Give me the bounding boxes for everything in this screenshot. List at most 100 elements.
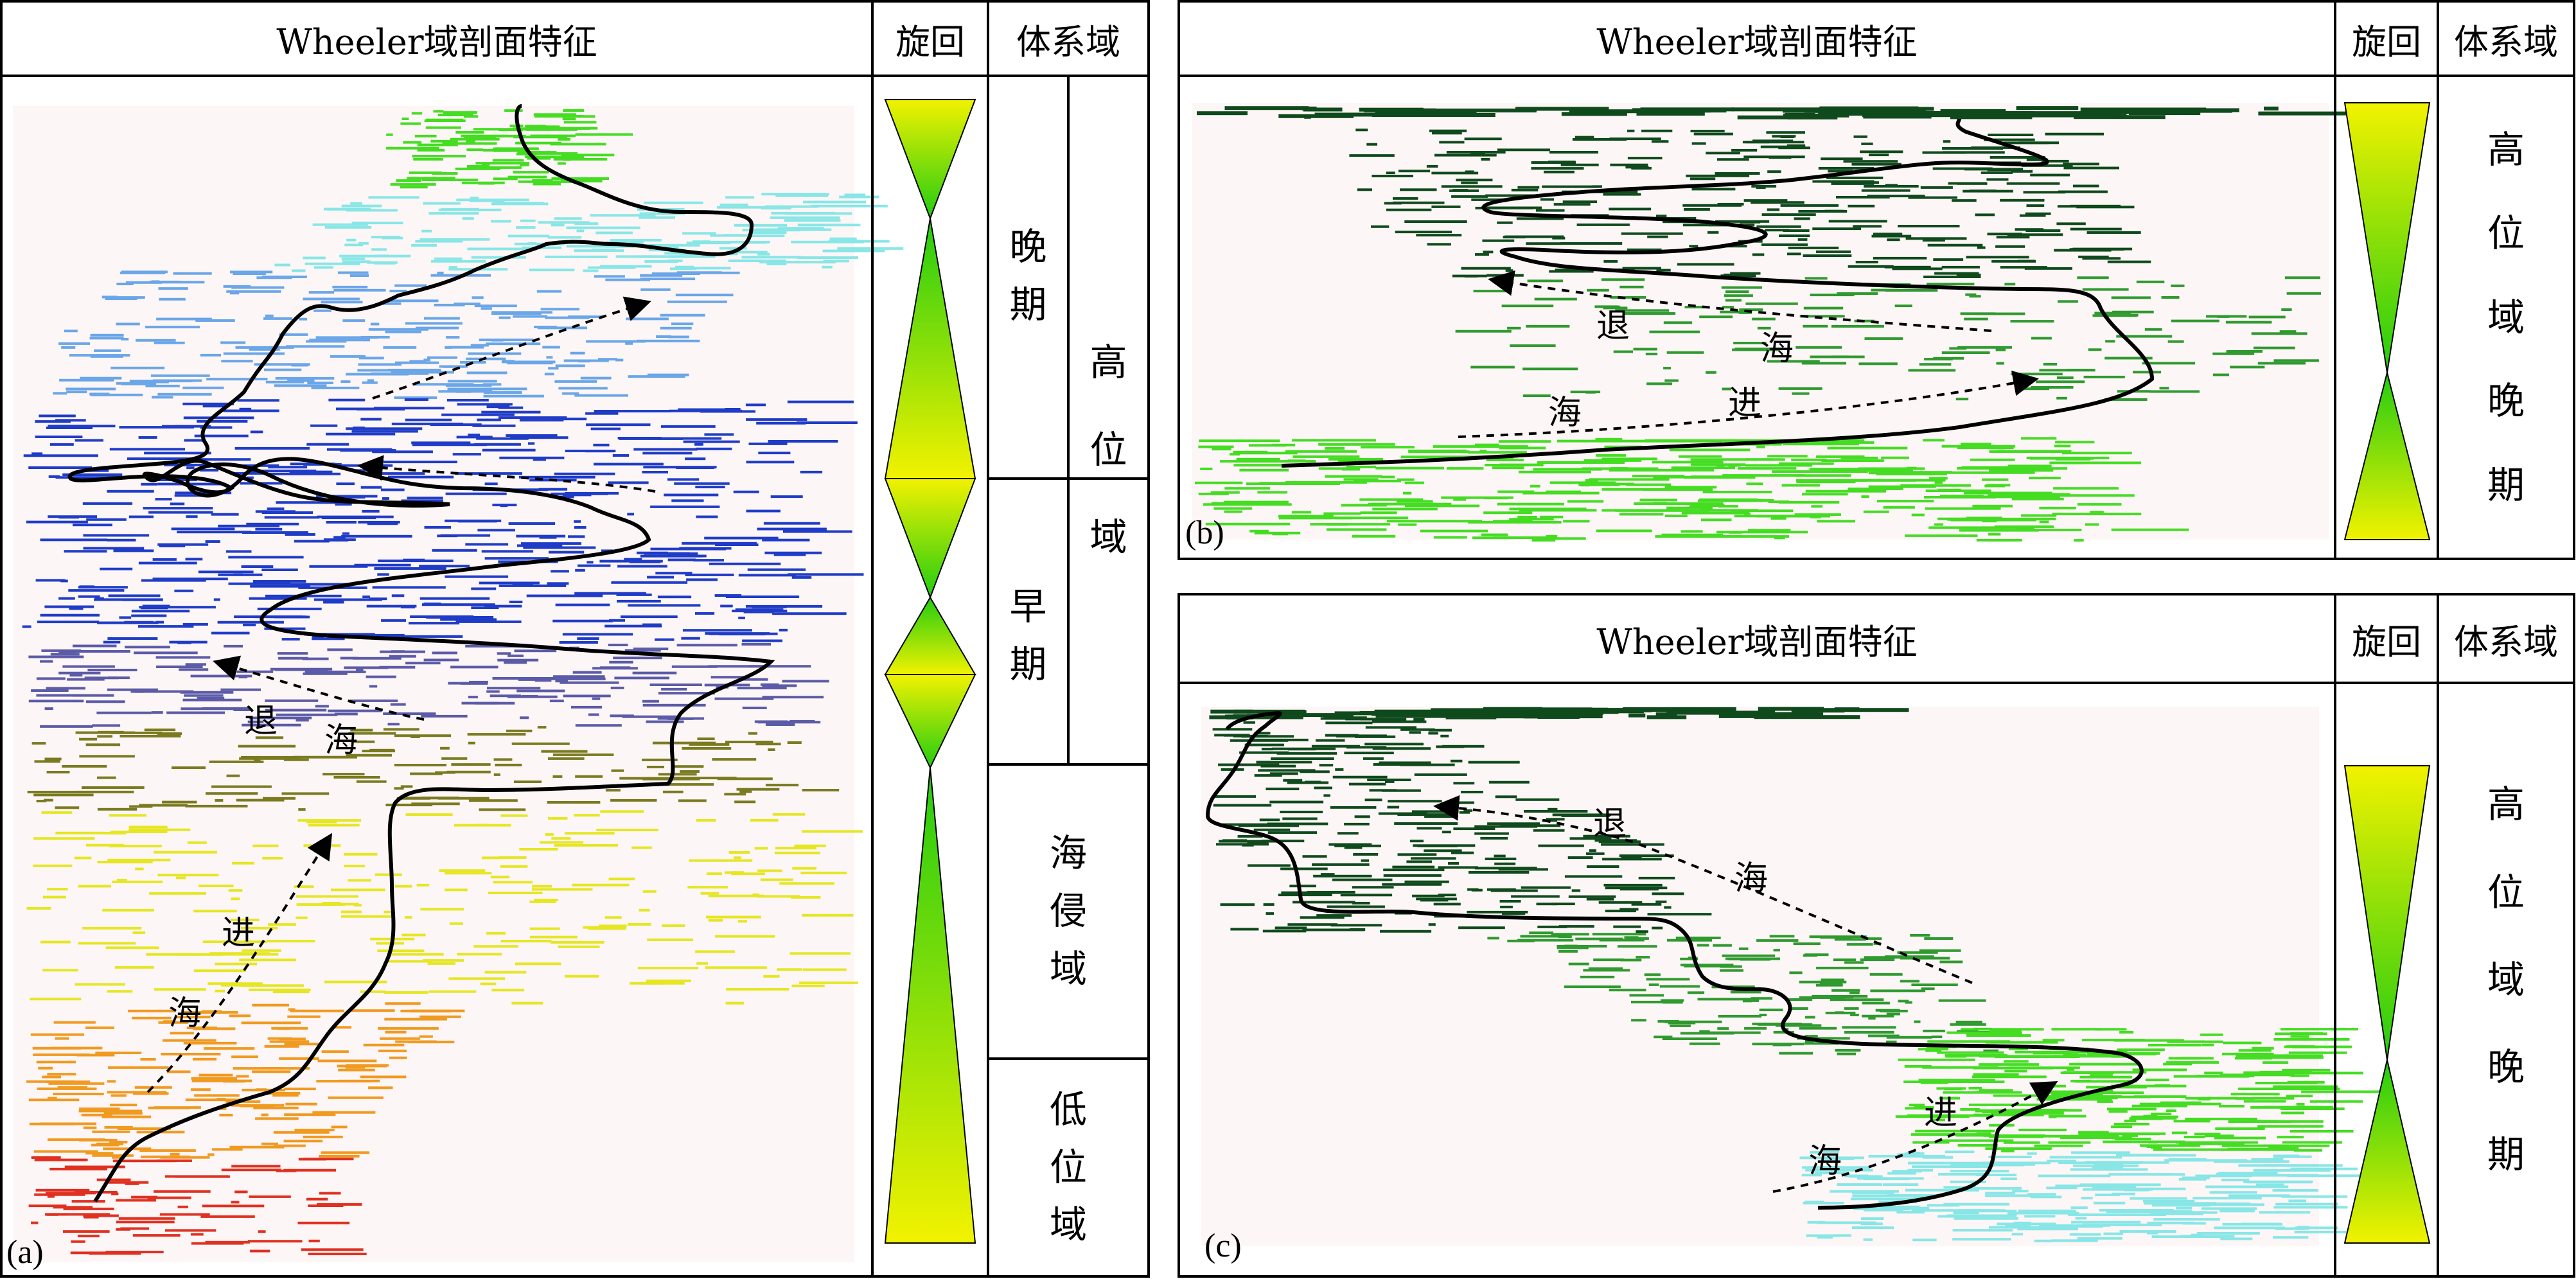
strata-stripe [285,533,315,536]
strata-stripe [548,367,559,370]
strata-stripe [1869,154,1889,157]
strata-stripe [1292,901,1355,904]
strata-stripe [1310,523,1391,526]
strata-stripe [2201,1043,2214,1046]
strata-stripe [2131,1115,2178,1118]
strata-stripe [177,641,191,644]
strata-stripe [662,924,685,927]
strata-stripe [427,356,457,359]
panel-a-frame [0,0,1150,1278]
strata-stripe [370,322,380,326]
strata-stripe [405,418,452,421]
strata-stripe [640,274,683,277]
strata-stripe [2067,1068,2075,1071]
strata-stripe [1468,451,1527,454]
strata-stripe [790,952,851,955]
strata-stripe [1586,852,1605,855]
strata-stripe [35,420,71,423]
strata-stripe [231,1104,285,1107]
strata-stripe [304,633,375,636]
strata-stripe [2169,1158,2207,1161]
strata-stripe [1592,933,1646,936]
strata-stripe [724,793,746,796]
cycle-triangle [884,767,976,1244]
strata-stripe [2290,1074,2309,1077]
strata-stripe [610,239,662,242]
strata-stripe [592,667,638,670]
strata-stripe [1724,273,1734,276]
strata-stripe [476,437,529,440]
tract-char: 高 [2487,782,2525,827]
strata-stripe [1378,812,1427,815]
strata-stripe [571,705,603,709]
strata-stripe [272,1094,299,1097]
strata-stripe [2225,321,2272,324]
strata-stripe [844,193,866,197]
strata-stripe [1971,146,2020,149]
strata-stripe [2273,1236,2309,1239]
strata-stripe [2289,1130,2354,1133]
strata-stripe [441,413,515,416]
strata-stripe [84,676,119,680]
strata-stripe [383,712,436,715]
strata-stripe [185,663,206,666]
strata-stripe [2083,109,2126,113]
strata-stripe [191,1242,244,1245]
strata-stripe [2016,106,2079,110]
strata-stripe [339,1079,380,1082]
strata-stripe [1957,446,2014,450]
strata-stripe [719,203,748,206]
strata-stripe [1972,1075,2047,1079]
strata-stripe [248,470,317,472]
strata-stripe [215,962,258,966]
strata-stripe [315,705,329,708]
strata-stripe [1975,213,1995,216]
strata-stripe [375,873,402,876]
strata-stripe [1224,106,1309,110]
strata-stripe [1261,748,1273,751]
strata-stripe [2212,373,2229,376]
strata-stripe [1359,710,1411,715]
strata-stripe [76,1054,115,1057]
strata-stripe [696,515,718,518]
strata-stripe [1417,845,1458,847]
strata-stripe [49,1167,107,1170]
strata-stripe [1289,885,1316,888]
strata-stripe [1619,513,1664,516]
strata-stripe [528,442,535,445]
strata-stripe [445,346,452,349]
strata-stripe [255,527,283,531]
strata-stripe [1656,269,1671,272]
strata-stripe [1976,1132,1991,1135]
strata-stripe [1636,112,1705,116]
strata-stripe [1645,439,1735,442]
strata-stripe [717,777,773,781]
strata-stripe [710,676,746,679]
strata-stripe [1461,181,1478,184]
strata-stripe [534,115,583,118]
strata-stripe [2026,204,2045,207]
strata-stripe [2200,1033,2223,1036]
strata-stripe [1969,1103,2050,1106]
strata-stripe [547,582,569,585]
strata-stripe [800,871,847,874]
strata-stripe [1979,1055,2059,1058]
strata-stripe [23,454,99,457]
strata-stripe [1540,537,1586,540]
strata-stripe [493,177,518,181]
strata-stripe [1522,367,1578,371]
strata-stripe [1641,129,1673,132]
strata-stripe [1885,289,1938,292]
strata-stripe [1955,1186,2022,1190]
strata-stripe [1934,523,1944,526]
strata-stripe [1761,243,1808,246]
strata-stripe [1819,106,1919,110]
strata-stripe [2182,1176,2210,1179]
strata-stripe [265,709,327,712]
strata-stripe [1586,865,1619,868]
strata-stripe [96,711,152,714]
strata-stripe [2238,1164,2320,1167]
strata-stripe [437,797,490,800]
strata-stripe [608,481,649,484]
strata-stripe [441,757,468,760]
